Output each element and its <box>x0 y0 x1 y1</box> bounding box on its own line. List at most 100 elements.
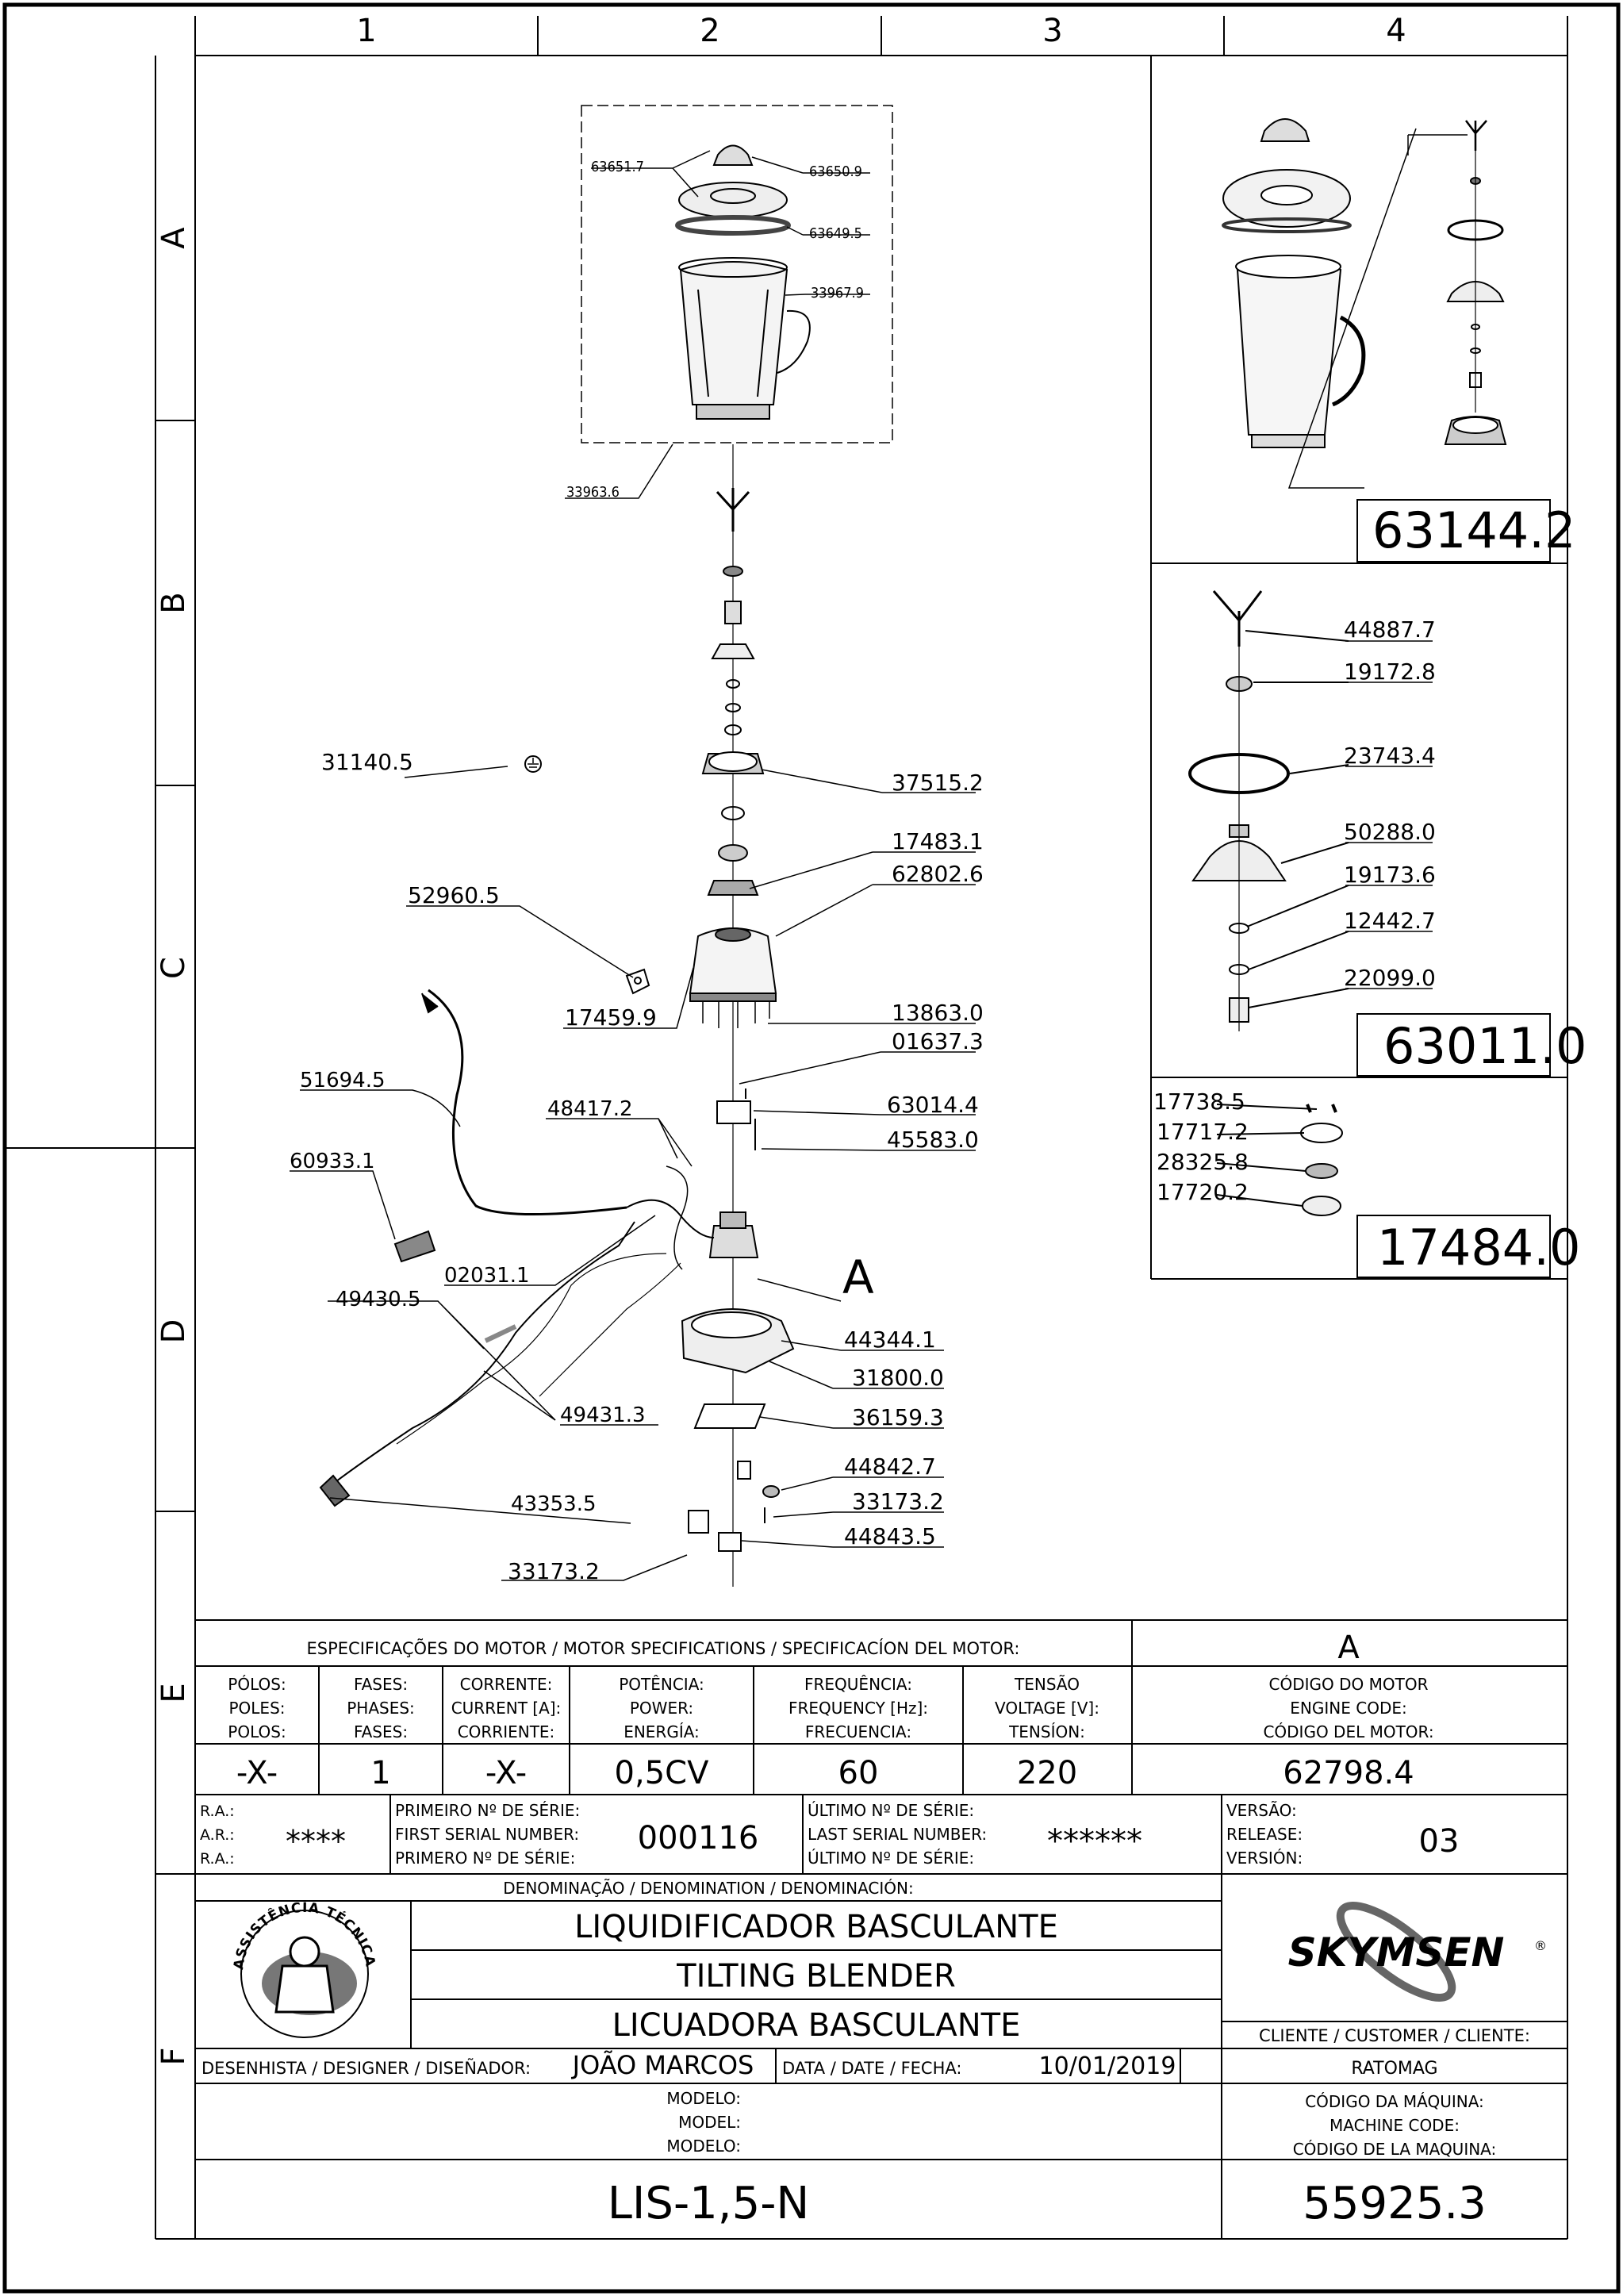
inset-bearing-drawing <box>1216 1104 1343 1216</box>
ra-label: R.A.: <box>200 1850 235 1868</box>
callout-label: 17738.5 <box>1153 1088 1245 1115</box>
callout-label: 60933.1 <box>290 1150 375 1173</box>
grid-row-label: F <box>155 2047 192 2065</box>
registered-mark: ® <box>1534 1938 1547 1953</box>
model-label: MODELO: <box>666 2089 741 2108</box>
spec-label: CÓDIGO DEL MOTOR: <box>1263 1722 1433 1741</box>
product-name-es: LICUADORA BASCULANTE <box>612 2007 1021 2044</box>
callout-label: 33173.2 <box>508 1558 600 1584</box>
spec-table-lines <box>195 1619 1567 1875</box>
spec-column-poles: PÓLOS: POLES: POLOS: -X- <box>228 1675 286 1791</box>
spec-label: VOLTAGE [V]: <box>995 1699 1099 1718</box>
callout-label: 63014.4 <box>887 1092 979 1118</box>
spec-value: 0,5CV <box>615 1755 710 1791</box>
callout-label: 01637.3 <box>892 1028 984 1054</box>
callout-label: 33963.6 <box>566 484 620 501</box>
last-serial-label: LAST SERIAL NUMBER: <box>808 1825 987 1844</box>
callout-label: 44887.7 <box>1344 616 1436 643</box>
callout-label: 17459.9 <box>565 1004 657 1031</box>
callout-label: 45583.0 <box>887 1127 979 1153</box>
date-label: DATA / DATE / FECHA: <box>782 2059 961 2078</box>
version-label: VERSÃO: <box>1226 1801 1297 1820</box>
callout-label: 17483.1 <box>892 828 984 854</box>
callout-label: 44842.7 <box>844 1453 936 1480</box>
inset-blade-callouts: 44887.7 19172.8 23743.4 50288.0 19173.6 … <box>1344 616 1436 991</box>
inset-assembly-drawing <box>1222 118 1507 489</box>
callout-label: 49430.5 <box>336 1288 421 1311</box>
version-label: VERSIÓN: <box>1226 1849 1303 1868</box>
denomination-header: DENOMINAÇÃO / DENOMINATION / DENOMINACIÓ… <box>503 1879 913 1898</box>
machine-code-label: MACHINE CODE: <box>1329 2116 1460 2135</box>
spec-column-current: CORRENTE: CURRENT [A]: CORRIENTE: -X- <box>451 1675 562 1791</box>
callout-label: 62802.6 <box>892 861 984 887</box>
inset-blade-code: 63011.0 <box>1383 1017 1587 1075</box>
callout-label: 63649.5 <box>809 225 862 242</box>
version-label: RELEASE: <box>1226 1825 1303 1844</box>
spec-label: FREQUÊNCIA: <box>804 1675 912 1694</box>
callout-label: 33173.2 <box>852 1488 944 1515</box>
first-serial-value: 000116 <box>638 1820 759 1856</box>
spec-label: TENSÃO <box>1014 1675 1080 1694</box>
callout-label: 63650.9 <box>809 163 862 180</box>
callout-label: 02031.1 <box>444 1264 530 1288</box>
callout-label: 31800.0 <box>852 1365 944 1391</box>
ra-label: R.A.: <box>200 1803 235 1820</box>
callout-label: 36159.3 <box>852 1404 944 1430</box>
title-block-lines <box>195 1874 1567 2239</box>
customer-label: CLIENTE / CUSTOMER / CLIENTE: <box>1259 2026 1530 2045</box>
spec-label: FASES: <box>354 1675 408 1694</box>
spec-label: FREQUENCY [Hz]: <box>788 1699 928 1718</box>
spec-column-voltage: TENSÃO VOLTAGE [V]: TENSÍON: 220 <box>995 1675 1099 1791</box>
spec-label: CORRIENTE: <box>458 1722 555 1741</box>
first-serial-label: PRIMEIRO Nº DE SÉRIE: <box>395 1801 580 1820</box>
spec-label: POWER: <box>630 1699 693 1718</box>
inset-frames <box>1150 56 1567 1280</box>
machine-code-label: CÓDIGO DA MÁQUINA: <box>1305 2092 1484 2111</box>
callout-label: 13863.0 <box>892 1000 984 1026</box>
detail-marker: A <box>842 1250 874 1304</box>
callout-label: 19172.8 <box>1344 658 1436 685</box>
motor-detail-label: A <box>1337 1630 1360 1666</box>
callout-label: 51694.5 <box>300 1069 386 1092</box>
grid-column-label: 4 <box>1386 13 1406 49</box>
main-exploded-view <box>319 105 893 1587</box>
model-label: MODELO: <box>666 2137 741 2156</box>
first-serial-label: FIRST SERIAL NUMBER: <box>395 1825 579 1844</box>
spec-label: CURRENT [A]: <box>451 1699 562 1718</box>
spec-value: 220 <box>1017 1755 1077 1791</box>
motor-spec-header: ESPECIFICAÇÕES DO MOTOR / MOTOR SPECIFIC… <box>307 1638 1020 1658</box>
product-name-pt: LIQUIDIFICADOR BASCULANTE <box>574 1909 1058 1945</box>
last-serial-value: ****** <box>1047 1823 1142 1860</box>
inset-bearing-callouts: 17738.5 17717.2 28325.8 17720.2 <box>1153 1088 1249 1205</box>
spec-label: CORRENTE: <box>460 1675 553 1694</box>
spec-value: -X- <box>485 1755 527 1791</box>
designer-value: JOÃO MARCOS <box>571 2050 754 2080</box>
brand-name: SKYMSEN <box>1288 1929 1505 1975</box>
skymsen-logo: SKYMSEN ® <box>1288 1902 1547 2002</box>
spec-label: ENERGÍA: <box>623 1722 700 1741</box>
spec-label: POLES: <box>228 1699 285 1718</box>
spec-label: ENGINE CODE: <box>1290 1699 1406 1718</box>
spec-label: POLOS: <box>228 1722 286 1741</box>
spec-value: 1 <box>370 1755 390 1791</box>
spec-column-engine-code: CÓDIGO DO MOTOR ENGINE CODE: CÓDIGO DEL … <box>1263 1675 1433 1791</box>
callout-label: 37515.2 <box>892 770 984 796</box>
date-value: 10/01/2019 <box>1039 2052 1176 2080</box>
last-serial-label: ÚLTIMO Nº DE SÉRIE: <box>808 1849 974 1868</box>
model-label: MODEL: <box>678 2113 741 2132</box>
main-callouts: 63651.7 63650.9 63649.5 33967.9 33963.6 … <box>290 159 984 1584</box>
spec-label: CÓDIGO DO MOTOR <box>1269 1675 1429 1694</box>
callout-label: 17720.2 <box>1157 1179 1249 1205</box>
callout-label: 19173.6 <box>1344 862 1436 888</box>
inset-assembly-code: 63144.2 <box>1372 501 1575 559</box>
grid-row-labels: A B C D E F <box>155 227 192 2066</box>
spec-label: FRECUENCIA: <box>805 1722 911 1741</box>
callout-label: 12442.7 <box>1344 908 1436 934</box>
callout-label: 52960.5 <box>408 882 500 908</box>
callout-label: 48417.2 <box>547 1097 633 1121</box>
designer-label: DESENHISTA / DESIGNER / DISEÑADOR: <box>201 2057 531 2078</box>
callout-label: 49431.3 <box>560 1403 646 1427</box>
callout-label: 43353.5 <box>511 1492 597 1516</box>
